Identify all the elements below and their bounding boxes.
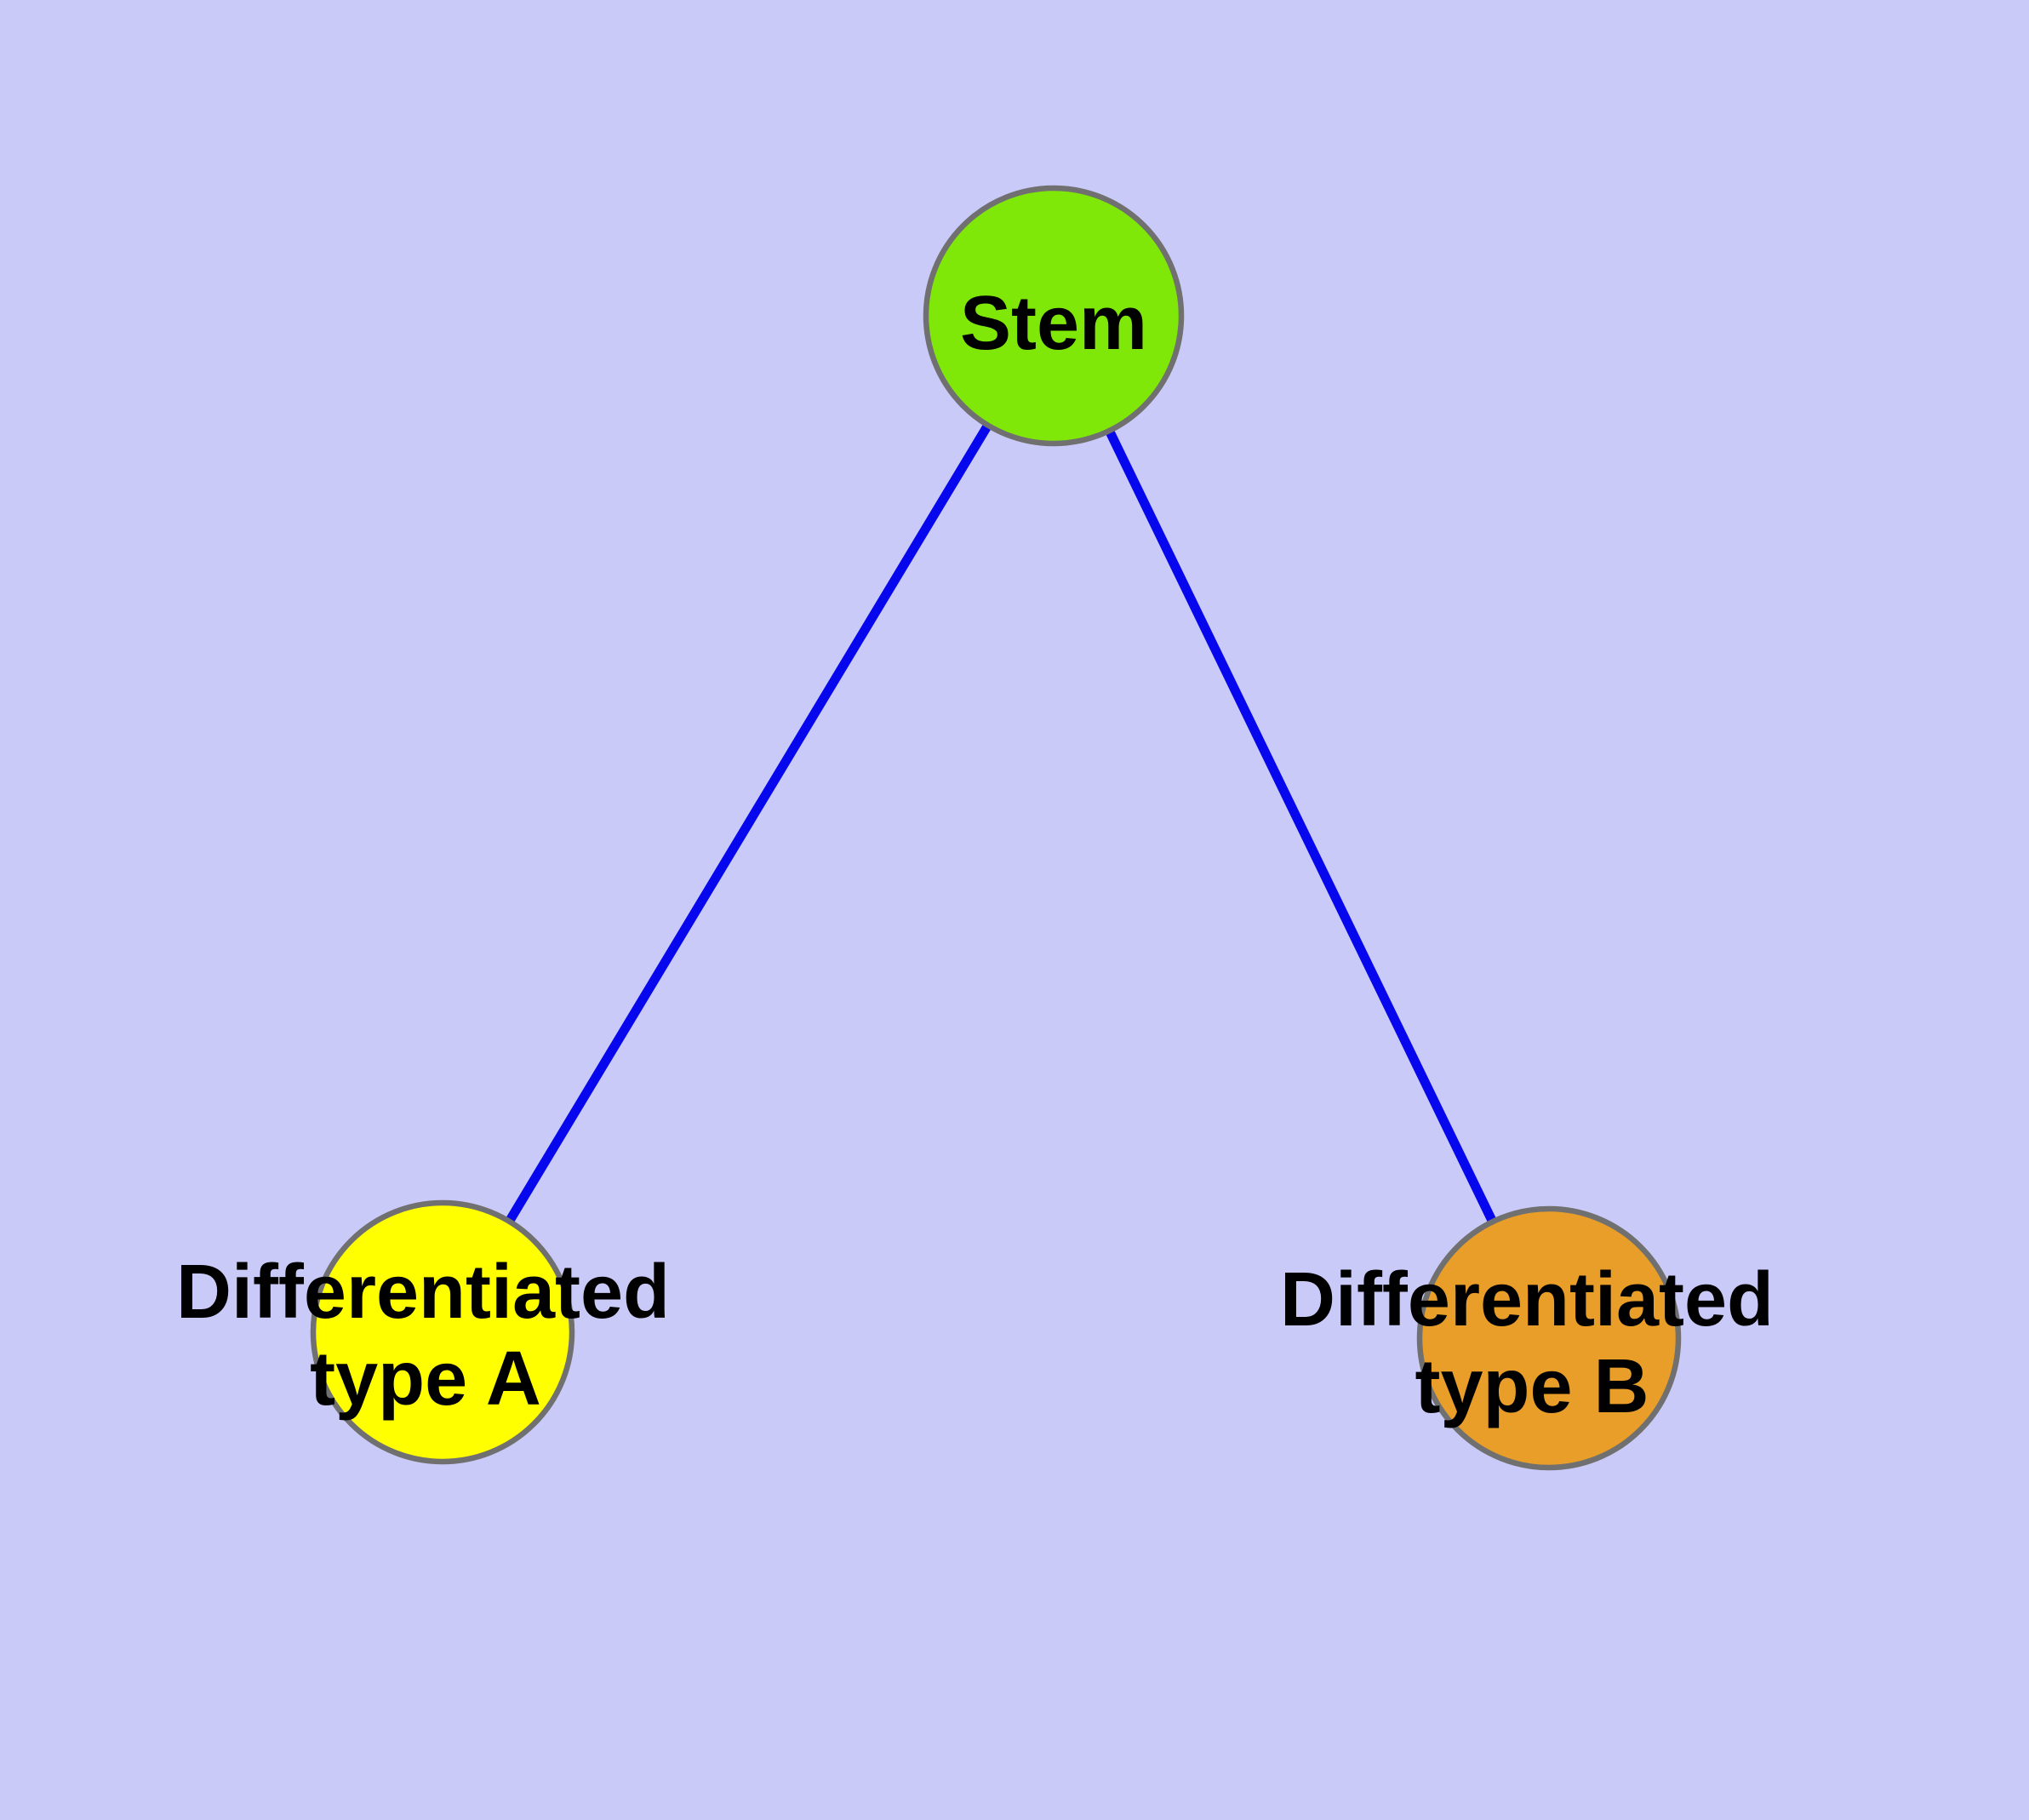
node-differentiated-type-b-label-line2: type B: [1415, 1344, 1649, 1429]
node-differentiated-type-b-label-line1: Differentiated: [1280, 1257, 1774, 1342]
edge-stem-to-type-b: [1049, 313, 1553, 1341]
node-stem-label: Stem: [960, 281, 1147, 366]
node-differentiated-type-a-label-line1: Differentiated: [176, 1250, 670, 1335]
edge-stem-to-type-a: [438, 313, 1058, 1335]
node-differentiated-type-b: [1416, 1205, 1682, 1471]
node-differentiated-type-a-label-line2: type A: [310, 1336, 541, 1422]
node-differentiated-type-a: [310, 1199, 575, 1465]
node-stem: [923, 185, 1185, 447]
